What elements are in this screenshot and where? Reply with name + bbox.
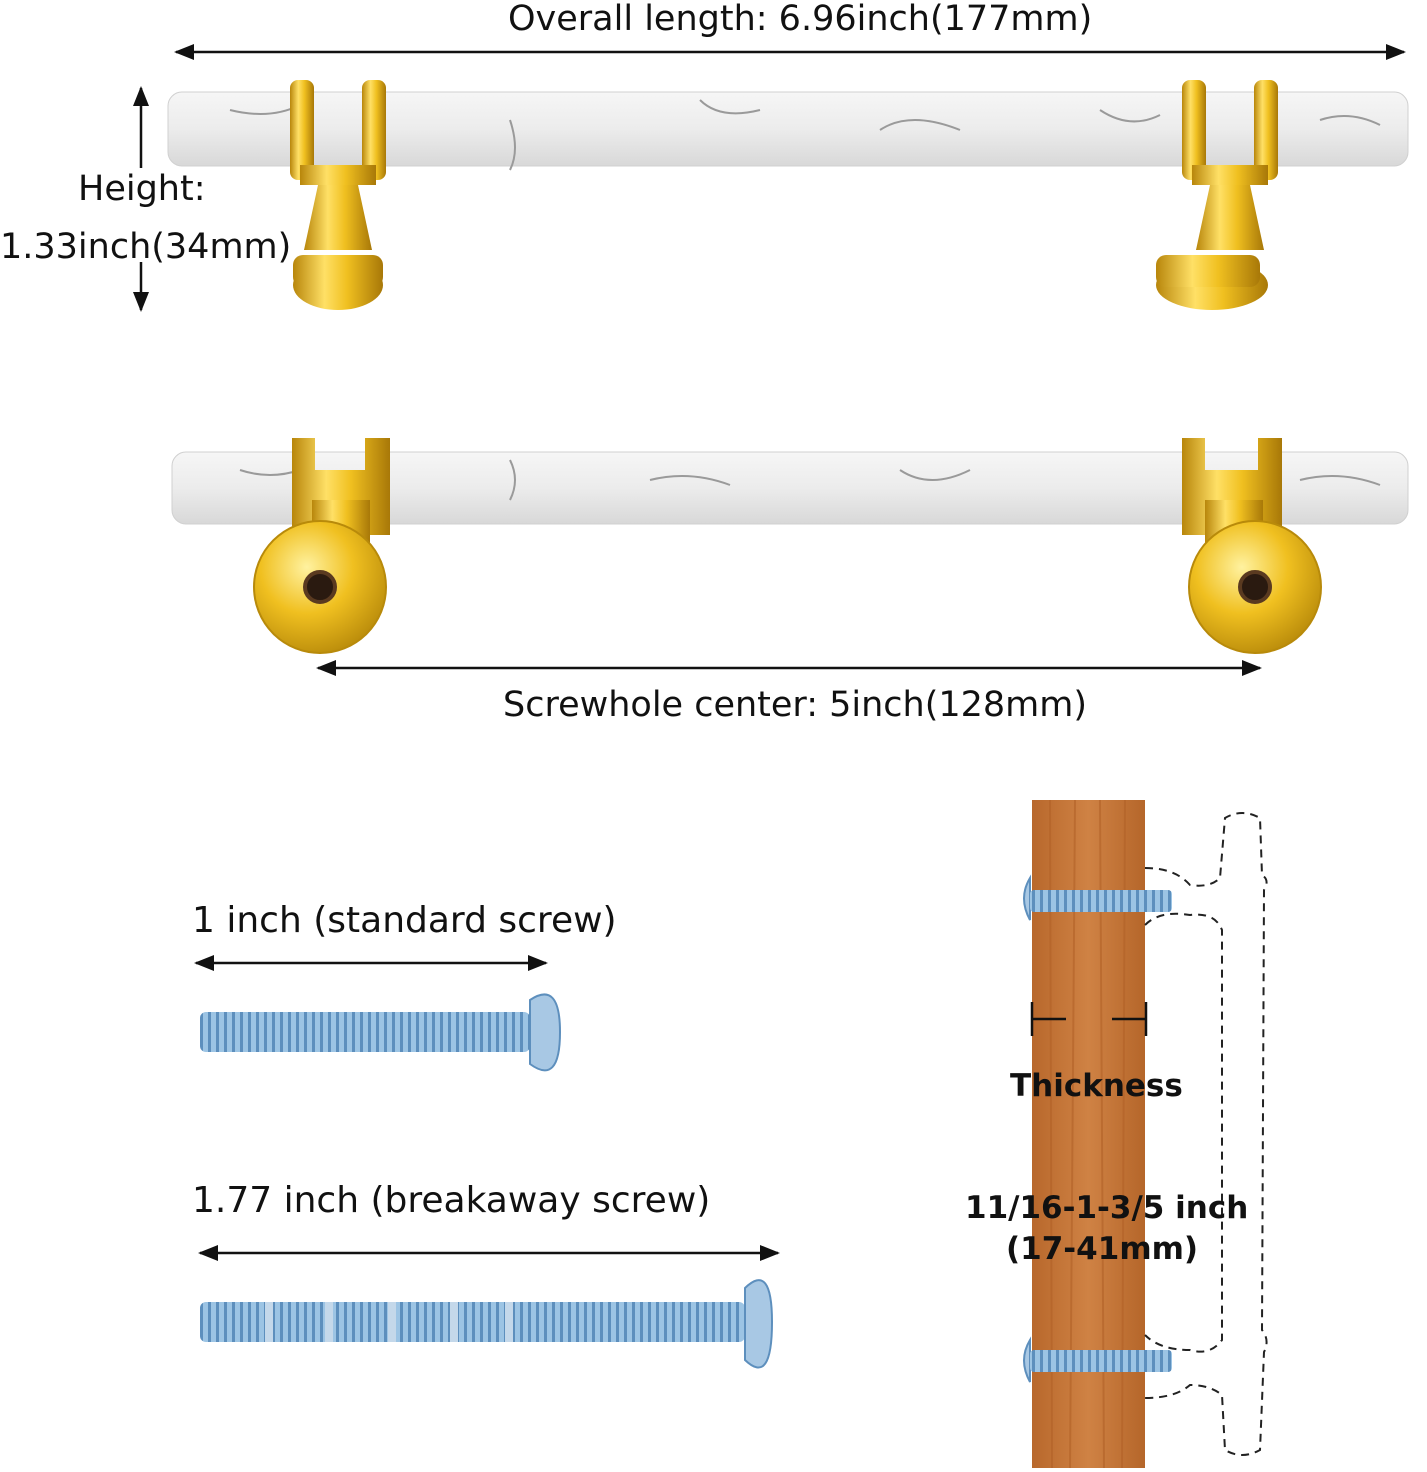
- standard-screw: [200, 993, 562, 1072]
- marble-bar: [171, 451, 1409, 525]
- overall-length-label: Overall length: 6.96inch(177mm): [508, 0, 1093, 39]
- screw-hole: [303, 570, 337, 604]
- gold-post-right: [1182, 438, 1322, 654]
- handle-outline-dashed: [1144, 812, 1268, 1456]
- installation-diagram: [1023, 799, 1268, 1469]
- breakaway-screw-label: 1.77 inch (breakaway screw): [192, 1180, 711, 1221]
- screwhole-center-label: Screwhole center: 5inch(128mm): [503, 685, 1088, 725]
- thickness-marker: [1030, 1002, 1148, 1036]
- standard-screw-label: 1 inch (standard screw): [192, 900, 617, 941]
- marble-bar: [167, 91, 1409, 167]
- handle-side-view: [167, 80, 1409, 310]
- install-screw-top: [1023, 874, 1172, 921]
- height-label-line2: 1.33inch(34mm): [0, 227, 292, 267]
- gold-post-right: [1156, 80, 1278, 310]
- screw-hole: [1238, 570, 1272, 604]
- thickness-mm-label: (17-41mm): [1006, 1231, 1199, 1267]
- handle-bottom-view: [171, 438, 1409, 654]
- height-label-line1: Height:: [78, 169, 206, 209]
- gold-post-left: [253, 438, 390, 654]
- thickness-label: Thickness: [1010, 1068, 1183, 1104]
- thickness-range-label: 11/16-1-3/5 inch: [965, 1190, 1249, 1226]
- breakaway-screw: [200, 1279, 774, 1369]
- gold-post-left: [290, 80, 386, 310]
- install-screw-bottom: [1023, 1336, 1172, 1383]
